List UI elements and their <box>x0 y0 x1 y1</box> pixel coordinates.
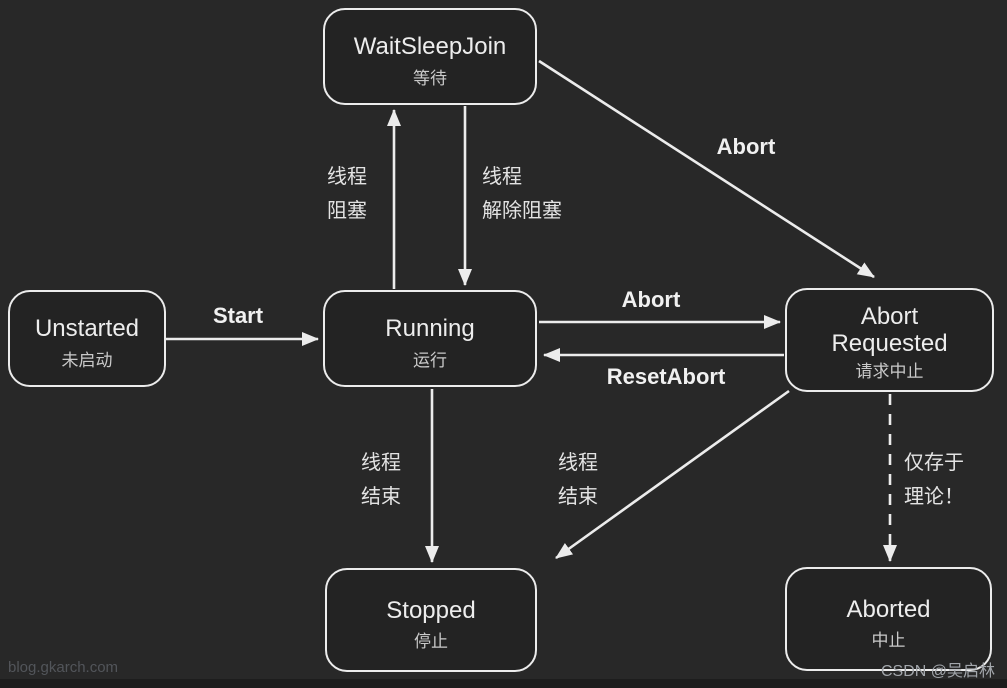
edge-thread-end-from-abort-requested-arrow <box>555 389 790 560</box>
node-unstarted-subtitle: 未启动 <box>61 350 113 370</box>
node-waitsleepjoin-title: WaitSleepJoin <box>353 33 507 61</box>
node-waitsleepjoin-subtitle: 等待 <box>413 68 447 88</box>
node-abort-requested-title: Abort Requested <box>831 302 948 357</box>
edge-label-thread-unblock: 线程 解除阻塞 <box>482 166 562 223</box>
bottom-strip <box>0 679 1007 688</box>
edge-label-thread-block: 线程 阻塞 <box>327 166 367 223</box>
node-aborted: Aborted 中止 <box>785 567 992 671</box>
node-waitsleepjoin: WaitSleepJoin 等待 <box>323 8 537 105</box>
edge-abort-from-waitsleepjoin-arrow <box>538 59 875 279</box>
node-stopped-title: Stopped <box>386 596 476 624</box>
node-aborted-title: Aborted <box>846 595 931 623</box>
node-unstarted-title: Unstarted <box>34 315 140 343</box>
watermark-site: blog.gkarch.com <box>8 659 119 676</box>
node-aborted-subtitle: 中止 <box>871 631 906 651</box>
edge-label-thread-end-left: 线程 结束 <box>361 452 401 509</box>
node-stopped: Stopped 停止 <box>325 568 537 672</box>
node-stopped-subtitle: 停止 <box>414 632 448 652</box>
edge-label-reset-abort: ResetAbort <box>606 364 726 389</box>
node-unstarted: Unstarted 未启动 <box>8 290 166 387</box>
edge-label-theory-only: 仅存于 理论！ <box>904 452 964 509</box>
node-abort-requested: Abort Requested 请求中止 <box>785 288 994 392</box>
edge-label-abort-from-waitsleepjoin: Abort <box>716 134 776 159</box>
node-running-title: Running <box>385 315 475 343</box>
edge-label-start: Start <box>212 303 264 328</box>
edge-label-thread-end-right: 线程 结束 <box>558 452 598 509</box>
watermark-author: CSDN @吴启林 <box>880 663 995 680</box>
node-running: Running 运行 <box>323 290 537 387</box>
edge-label-abort-from-running: Abort <box>621 287 681 312</box>
node-running-subtitle: 运行 <box>413 350 447 370</box>
node-abort-requested-subtitle: 请求中止 <box>855 362 924 382</box>
